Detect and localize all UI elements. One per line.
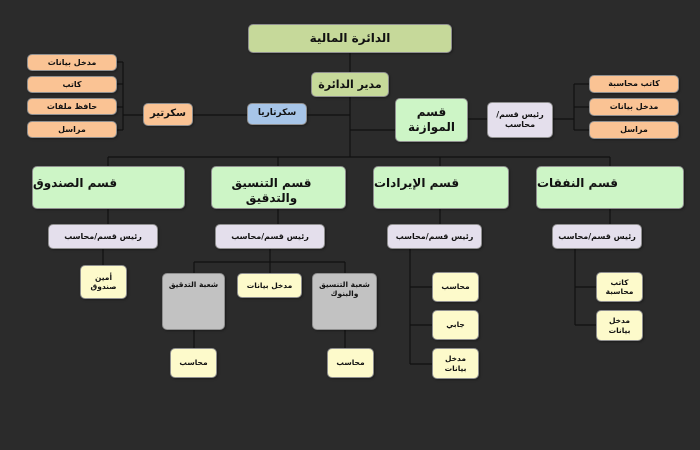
fund-department-box: قسم الصندوق	[32, 166, 185, 209]
revenues-sub-collector: جابي	[432, 310, 479, 340]
banks-accountant-box: محاسب	[327, 348, 374, 378]
expenses-sub-data-entry: مدخل بيانات	[596, 310, 643, 341]
expenses-sub-accounting-clerk: كاتب محاسبة	[596, 272, 643, 302]
title-box: الدائرة المالية	[248, 24, 452, 53]
coordination-department-box: قسم التنسيق والتدقيق	[211, 166, 346, 209]
fund-head-box: رئيس قسم/محاسب	[48, 224, 158, 249]
revenues-head-box: رئيس قسم/محاسب	[387, 224, 482, 249]
coordination-data-entry-box: مدخل بيانات	[237, 273, 302, 298]
coordination-head-box: رئيس قسم/محاسب	[215, 224, 325, 249]
budget-head-box: رئيس قسم/محاسب	[487, 102, 553, 138]
secretary-box: سكرتير	[143, 103, 193, 126]
secretary-sub-courier: مراسل	[27, 121, 117, 138]
banks-division-box: شعبة التنسيق والبنوك	[312, 273, 377, 330]
budget-sub-courier: مراسل	[589, 121, 679, 139]
expenses-head-box: رئيس قسم/محاسب	[552, 224, 642, 249]
audit-division-box: شعبة التدقيق	[162, 273, 225, 330]
fund-sub-cashier: أمين صندوق	[80, 265, 127, 299]
secretariat-box: سكرتاريا	[247, 103, 307, 125]
secretary-sub-clerk: كاتب	[27, 76, 117, 93]
revenues-sub-data-entry: مدخل بيانات	[432, 348, 479, 379]
budget-department-box: قسم الموازنة	[395, 98, 468, 142]
revenues-department-box: قسم الإيرادات	[373, 166, 509, 209]
secretary-sub-file-keeper: حافظ ملفات	[27, 98, 117, 115]
budget-sub-accounting-clerk: كاتب محاسبة	[589, 75, 679, 93]
audit-accountant-box: محاسب	[170, 348, 217, 378]
expenses-department-box: قسم النفقات	[536, 166, 684, 209]
revenues-sub-accountant: محاسب	[432, 272, 479, 302]
director-box: مدير الدائرة	[311, 72, 389, 97]
secretary-sub-data-entry: مدخل بيانات	[27, 54, 117, 71]
budget-sub-data-entry: مدخل بيانات	[589, 98, 679, 116]
